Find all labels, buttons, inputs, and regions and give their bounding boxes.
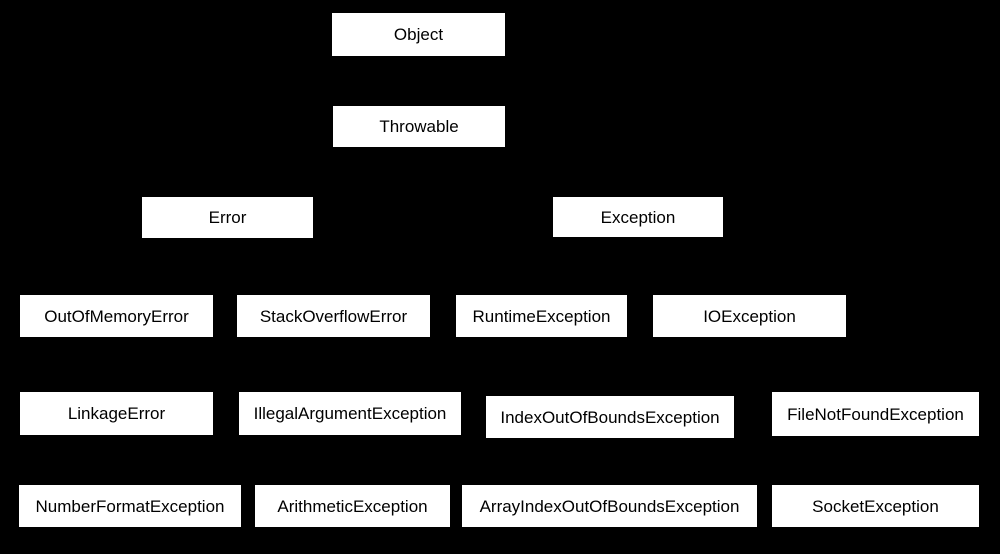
node-linkageerror: LinkageError	[20, 392, 213, 435]
node-runtimeexception: RuntimeException	[456, 295, 627, 337]
node-numberformatexception: NumberFormatException	[19, 485, 241, 527]
node-arithmeticexception: ArithmeticException	[255, 485, 450, 527]
node-socketexception: SocketException	[772, 485, 979, 527]
node-illegalargumentexception: IllegalArgumentException	[239, 392, 461, 435]
node-throwable: Throwable	[333, 106, 505, 147]
node-indexoutofboundsexception: IndexOutOfBoundsException	[486, 396, 734, 438]
node-object: Object	[332, 13, 505, 56]
node-error: Error	[142, 197, 313, 238]
node-arrayindexoutofboundsexception: ArrayIndexOutOfBoundsException	[462, 485, 757, 527]
node-outofmemoryerror: OutOfMemoryError	[20, 295, 213, 337]
node-stackoverflowerror: StackOverflowError	[237, 295, 430, 337]
node-filenotfoundexception: FileNotFoundException	[772, 392, 979, 436]
node-exception: Exception	[553, 197, 723, 237]
node-ioexception: IOException	[653, 295, 846, 337]
